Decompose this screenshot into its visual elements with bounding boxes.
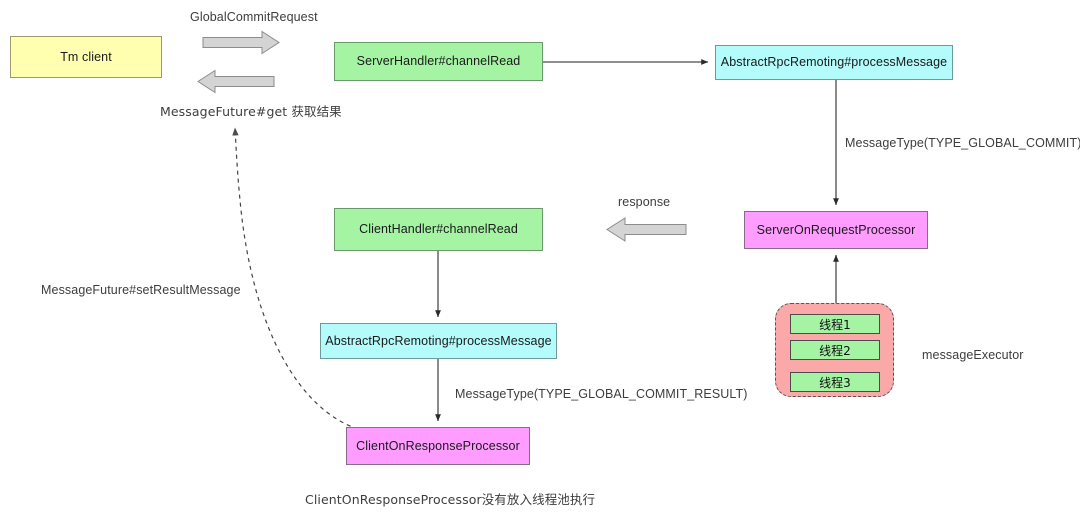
node-server-on-request-processor[interactable]: ServerOnRequestProcessor	[744, 211, 928, 249]
node-tm-client[interactable]: Tm client	[10, 36, 162, 78]
thread-label: 线程2	[819, 343, 851, 358]
block-arrow-message-future-get	[197, 69, 275, 94]
node-label: AbstractRpcRemoting#processMessage	[720, 55, 948, 69]
thread-item-1[interactable]: 线程1	[790, 314, 880, 334]
node-label: ClientHandler#channelRead	[359, 222, 518, 236]
edge-dashed-setresultmessage	[232, 127, 359, 430]
node-server-rpc-remoting[interactable]: AbstractRpcRemoting#processMessage	[715, 45, 953, 80]
label-message-future-set-result-message: MessageFuture#setResultMessage	[41, 283, 241, 297]
label-global-commit-request: GlobalCommitRequest	[190, 10, 318, 24]
node-client-rpc-remoting[interactable]: AbstractRpcRemoting#processMessage	[320, 323, 557, 359]
thread-item-2[interactable]: 线程2	[790, 340, 880, 360]
thread-label: 线程1	[819, 317, 851, 332]
label-response: response	[618, 195, 671, 209]
node-client-handler[interactable]: ClientHandler#channelRead	[334, 208, 543, 251]
diagram-caption: ClientOnResponseProcessor没有放入线程池执行	[305, 492, 596, 507]
block-arrow-global-commit-request	[202, 30, 280, 55]
node-server-handler[interactable]: ServerHandler#channelRead	[334, 42, 543, 81]
thread-pool-name-label: messageExecutor	[922, 348, 1024, 362]
thread-label: 线程3	[819, 375, 851, 390]
label-message-type-global-commit: MessageType(TYPE_GLOBAL_COMMIT)	[845, 136, 1080, 150]
label-message-type-global-commit-result: MessageType(TYPE_GLOBAL_COMMIT_RESULT)	[455, 387, 748, 401]
thread-item-3[interactable]: 线程3	[790, 372, 880, 392]
block-arrow-response	[606, 217, 687, 242]
label-message-future-get: MessageFuture#get 获取结果	[160, 104, 342, 119]
node-label: ClientOnResponseProcessor	[356, 438, 520, 453]
node-client-on-response-processor[interactable]: ClientOnResponseProcessor	[346, 427, 530, 465]
node-label: ServerHandler#channelRead	[356, 54, 521, 68]
node-label: Tm client	[60, 49, 112, 64]
node-label: AbstractRpcRemoting#processMessage	[325, 333, 552, 348]
node-label: ServerOnRequestProcessor	[756, 222, 916, 237]
